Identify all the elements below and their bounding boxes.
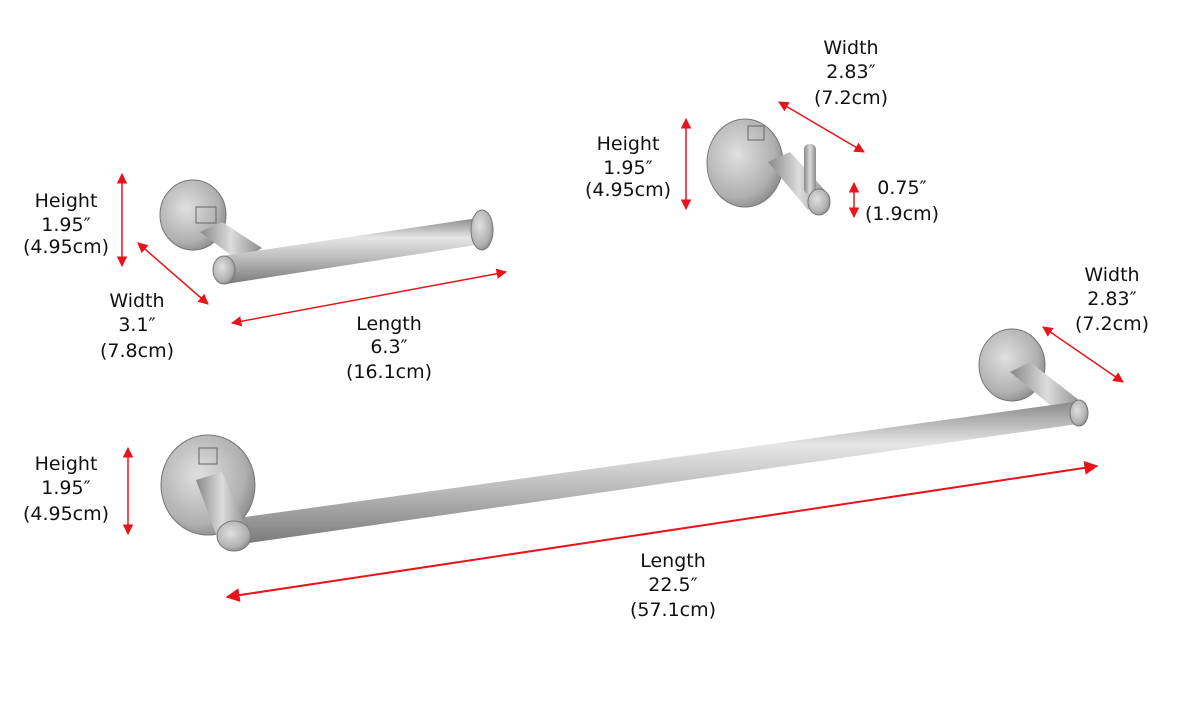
- length-inches: 6.3″: [370, 336, 407, 358]
- bar: [222, 218, 482, 284]
- width-inches: 3.1″: [118, 314, 155, 336]
- robe-hook: Height 1.95″ (4.95cm) Width 2.83″ (7.2cm…: [585, 37, 939, 225]
- bar: [238, 402, 1078, 544]
- width-cm: (7.8cm): [100, 340, 174, 362]
- right-end-cap: [1069, 399, 1089, 427]
- length-arrow: [225, 460, 1099, 603]
- height-cm: (4.95cm): [23, 236, 109, 258]
- left-end-cap: [216, 520, 252, 552]
- height-label: Height: [35, 190, 98, 212]
- height-label: Height: [35, 453, 98, 475]
- height-cm: (4.95cm): [23, 503, 109, 525]
- logo-mark: [195, 206, 217, 224]
- width-inches: 2.83″: [826, 61, 875, 83]
- length-inches: 22.5″: [648, 574, 697, 596]
- toilet-paper-holder: Height 1.95″ (4.95cm) Width 3.1″ (7.8cm)…: [23, 172, 508, 383]
- height-cm: (4.95cm): [585, 179, 671, 201]
- width-inches: 2.83″: [1087, 288, 1136, 310]
- height-inches: 1.95″: [603, 157, 652, 179]
- width-arrow: [137, 242, 209, 305]
- length-label: Length: [356, 313, 422, 335]
- height-label: Height: [597, 133, 660, 155]
- hook-tip: [804, 144, 816, 194]
- width-cm: (7.2cm): [1075, 313, 1149, 335]
- towel-bar: Height 1.95″ (4.95cm) Width 2.83″ (7.2cm…: [23, 264, 1149, 621]
- length-label: Length: [640, 550, 706, 572]
- length-cm: (57.1cm): [630, 599, 716, 621]
- post: [200, 222, 262, 262]
- height-inches: 1.95″: [41, 477, 90, 499]
- width-arrow: [1042, 326, 1124, 383]
- width-arrow: [778, 101, 865, 153]
- logo-mark: [747, 125, 765, 141]
- length-cm: (16.1cm): [346, 361, 432, 383]
- height-inches: 1.95″: [41, 214, 90, 236]
- width-label: Width: [109, 290, 164, 312]
- width-label: Width: [1084, 264, 1139, 286]
- depth-cm: (1.9cm): [865, 203, 939, 225]
- width-label: Width: [823, 37, 878, 59]
- width-cm: (7.2cm): [814, 87, 888, 109]
- logo-mark: [198, 447, 218, 465]
- length-arrow: [230, 268, 508, 327]
- depth-inches: 0.75″: [877, 177, 926, 199]
- end-cap: [470, 209, 494, 251]
